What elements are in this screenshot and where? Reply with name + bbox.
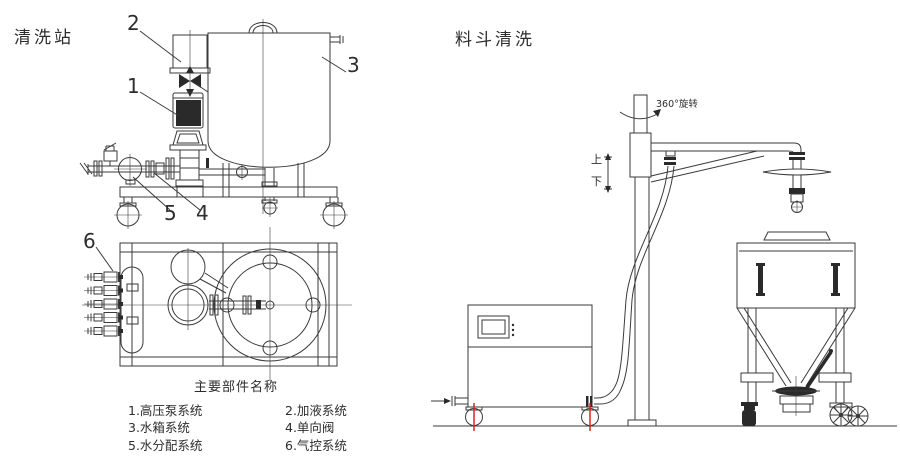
air-control-valves <box>84 271 123 337</box>
base-frame <box>119 186 338 198</box>
callout-6: 6 <box>83 229 96 253</box>
water-outlet <box>586 396 593 407</box>
inlet-piping <box>79 142 180 186</box>
hopper-washing-drawing <box>431 94 897 431</box>
side-view <box>79 19 348 229</box>
mast <box>619 94 661 427</box>
hopper <box>736 231 869 427</box>
butterfly-valve <box>772 349 833 416</box>
legend-item: 4.单向阀 <box>285 420 335 436</box>
lift-indicator <box>604 153 612 193</box>
rotation-label: 360°旋转 <box>656 99 698 110</box>
legend-item: 1.高压泵系统 <box>128 403 203 418</box>
down-label: 下 <box>591 175 602 188</box>
control-cabinet <box>431 304 599 431</box>
right-figure-title: 料斗清洗 <box>455 30 535 50</box>
distribution-manifold <box>120 266 144 354</box>
water-inlet <box>431 396 468 406</box>
callout-5: 5 <box>164 201 177 225</box>
pump-motor <box>172 92 204 129</box>
callout-4: 4 <box>196 201 209 225</box>
caster-wheels <box>114 197 348 229</box>
leader-line-6 <box>95 246 114 272</box>
hopper-rim <box>763 231 831 241</box>
top-view <box>82 227 352 381</box>
rotary-arm <box>650 142 802 183</box>
left-figure-title: 清洗站 <box>14 28 74 48</box>
up-label: 上 <box>591 153 602 166</box>
splash-disc <box>762 168 832 176</box>
legend-item: 3.水箱系统 <box>128 420 190 436</box>
legend-item: 2.加液系统 <box>285 403 347 418</box>
spray-ball <box>791 200 803 213</box>
hoses <box>594 165 675 405</box>
parts-legend: 1.高压泵系统 2.加液系统 3.水箱系统 4.单向阀 5.水分配系统 6.气控… <box>128 402 415 454</box>
dosing-box <box>169 30 211 96</box>
pump-pedestal <box>169 130 207 187</box>
legend-item: 6.气控系统 <box>285 437 347 453</box>
callout-1: 1 <box>127 74 140 98</box>
hopper-casters <box>741 402 869 427</box>
callout-3: 3 <box>347 53 360 77</box>
cabinet-buttons <box>511 323 515 337</box>
water-tank <box>207 19 344 214</box>
washing-station-drawing <box>79 19 352 381</box>
hopper-cone <box>736 307 856 387</box>
fill-valve <box>179 66 209 97</box>
callout-2: 2 <box>127 11 140 35</box>
legend-item: 5.水分配系统 <box>128 437 203 453</box>
drain-piping <box>199 158 305 187</box>
cabinet-screen <box>477 315 510 339</box>
spray-lance <box>762 152 832 213</box>
centerlines <box>82 227 352 381</box>
hopper-handles <box>756 263 840 296</box>
pump-top-view <box>167 249 229 326</box>
legend-title: 主要部件名称 <box>193 380 278 395</box>
cabinet-wheels <box>465 403 599 431</box>
hopper-legs <box>740 308 852 403</box>
leader-lines <box>132 30 347 211</box>
